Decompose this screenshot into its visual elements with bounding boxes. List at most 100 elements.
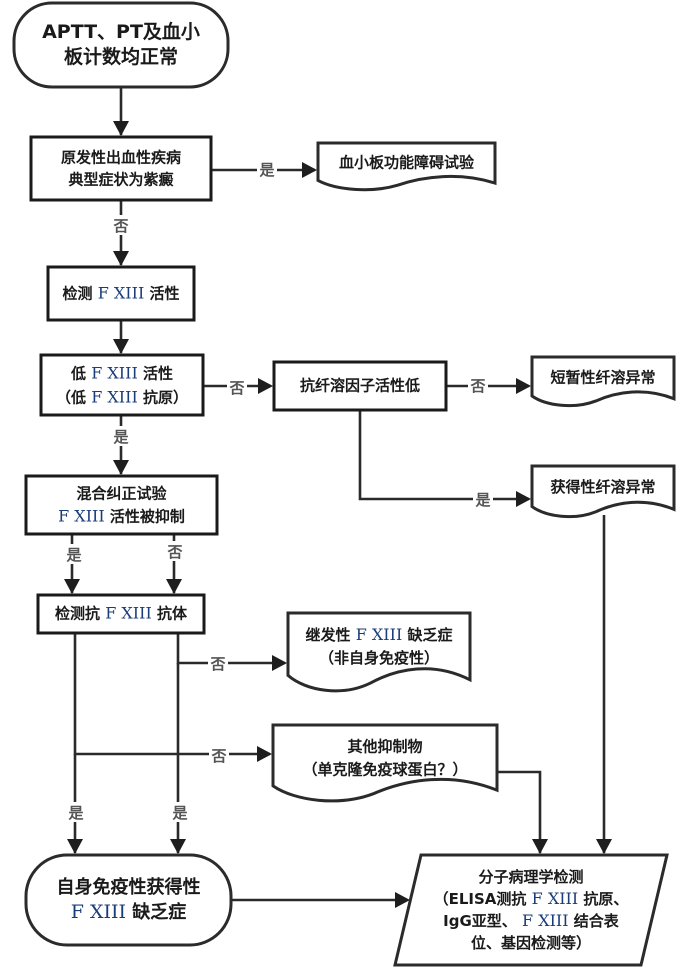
node-platelet-test: 血小板功能障碍试验: [316, 141, 497, 192]
edge-label-yes: 是: [170, 802, 190, 822]
arrow-head-icon: [395, 892, 410, 908]
edge-antibody-to-other: [73, 633, 270, 756]
low-fxiii-shape: [39, 353, 205, 417]
mixing-test-shape: [24, 474, 219, 536]
fxiii-activity-shape: [46, 265, 196, 322]
secondary-deficiency-shape: [286, 611, 472, 693]
factor-xiii-label: F XIII: [532, 889, 579, 908]
arrow-head-icon: [170, 839, 186, 854]
factor-xiii-label: F XIII: [98, 283, 145, 302]
node-text-span: 短暂性纤溶异常: [550, 368, 655, 386]
node-autoimmune-deficiency: 自身免疫性获得性 F XIII 缺乏症: [24, 853, 233, 947]
node-text-line: （非自身免疫性）: [319, 649, 439, 667]
edge-antifib-to-acquired: [358, 410, 529, 501]
node-text-line: 抗纤溶因子活性低: [300, 376, 420, 394]
arrow-head-icon: [166, 579, 182, 594]
node-text-span: 缺乏症: [402, 626, 452, 644]
edge-label-text: 否: [469, 377, 485, 395]
node-text-line: 低 F XIII 活性: [70, 363, 173, 382]
arrow-head-icon: [257, 746, 272, 762]
arrow-head-icon: [516, 378, 531, 394]
node-text-span: APTT、PT及血小: [42, 20, 200, 43]
purpura-shape: [29, 135, 213, 202]
molecular-testing-shape: [393, 853, 669, 967]
node-text-span: 原发性出血性疾病: [61, 148, 181, 166]
acquired-fibrinolysis-shape: [530, 464, 676, 518]
node-text-span: 活性: [144, 284, 179, 302]
node-text-span: 血小板功能障碍试验: [339, 154, 475, 172]
node-text-span: 检测: [62, 284, 97, 302]
factor-xiii-label: F XIII: [91, 363, 138, 382]
node-secondary-deficiency: 继发性 F XIII 缺乏症（非自身免疫性）: [286, 611, 472, 693]
edge-label-no: 否: [468, 375, 488, 395]
node-molecular-testing: 分子病理学检测（ELISA测抗 F XIII 抗原、IgG亚型、 F XIII …: [393, 853, 669, 967]
edge-label-text: 否: [112, 217, 128, 235]
node-text-line: 检测 F XIII 活性: [62, 283, 179, 302]
node-text-span: 板计数均正常: [64, 45, 178, 68]
node-text-line: （低 F XIII 抗原）: [56, 387, 188, 406]
node-mixing-test: 混合纠正试验 F XIII 活性被抑制: [24, 474, 219, 536]
node-text-span: 获得性纤溶异常: [550, 478, 655, 496]
factor-xiii-label: F XIII: [522, 911, 569, 930]
edge-label-yes: 是: [257, 159, 277, 179]
edge-label-no: 否: [208, 653, 228, 673]
edge-label-text: 否: [210, 747, 226, 765]
node-text-span: 结合表: [569, 912, 620, 930]
node-text-span: IgG亚型、: [443, 912, 522, 930]
arrow-head-icon: [516, 491, 531, 507]
node-other-inhibitors: 其他抑制物（单克隆免疫球蛋白？）: [271, 723, 499, 803]
node-text-line: 典型症状为紫癜: [68, 170, 174, 188]
arrow-head-icon: [113, 121, 129, 136]
node-text-span: 混合纠正试验: [76, 485, 167, 503]
node-text-span: 位、基因检测等）: [471, 934, 591, 952]
node-antifibrinolytic: 抗纤溶因子活性低: [272, 360, 448, 412]
node-fxiii-activity: 检测 F XIII 活性: [46, 265, 196, 322]
node-text-span: 活性: [138, 364, 173, 382]
node-text-span: 抗原、: [578, 890, 628, 908]
node-text-line: 位、基因检测等）: [471, 934, 591, 952]
arrow-head-icon: [258, 378, 273, 394]
antibody-test-shape: [36, 593, 206, 635]
node-acquired-fibrinolysis: 获得性纤溶异常: [530, 464, 676, 518]
edge-label-yes: 是: [111, 426, 131, 446]
node-text-line: 其他抑制物: [347, 737, 422, 755]
arrow-head-icon: [113, 460, 129, 475]
arrow-head-icon: [64, 579, 80, 594]
factor-xiii-label: F XIII: [105, 603, 152, 622]
arrow-head-icon: [113, 251, 129, 266]
node-text-line: F XIII 缺乏症: [71, 901, 187, 923]
node-text-span: 典型症状为紫癜: [68, 170, 174, 188]
arrow-head-icon: [113, 339, 129, 354]
edge-label-text: 是: [65, 546, 82, 564]
node-text-span: （低: [56, 388, 91, 406]
edge-antibody-to-secondary: [176, 633, 285, 665]
edge-label-yes: 是: [473, 489, 493, 509]
node-text-line: 检测抗 F XIII 抗体: [55, 603, 188, 622]
arrow-head-icon: [67, 839, 83, 854]
node-text-span: （ELISA测抗: [434, 890, 532, 908]
factor-xiii-label: F XIII: [91, 387, 138, 406]
node-text-span: 抗纤溶因子活性低: [300, 376, 420, 394]
arrow-head-icon: [302, 162, 317, 178]
edge-label-no: 否: [111, 215, 131, 235]
edge-label-text: 否: [166, 543, 182, 561]
node-text-span: 抗原）: [138, 388, 188, 406]
node-text-span: 缺乏症: [126, 901, 186, 923]
factor-xiii-label: F XIII: [58, 507, 105, 526]
edge-label-text: 是: [67, 804, 84, 822]
edge-other-to-molecular: [497, 770, 542, 853]
node-text-line: 分子病理学检测: [478, 868, 583, 886]
node-text-span: 自身免疫性获得性: [57, 876, 201, 898]
node-low-fxiii: 低 F XIII 活性 （低 F XIII 抗原）: [39, 353, 205, 417]
edge-label-no: 否: [165, 541, 185, 561]
node-text-line: APTT、PT及血小: [42, 20, 200, 43]
node-antibody-test: 检测抗 F XIII 抗体: [36, 593, 206, 635]
node-text-line: 短暂性纤溶异常: [550, 368, 655, 386]
node-text-line: （ELISA测抗 F XIII 抗原、: [434, 889, 629, 908]
edge-label-text: 否: [209, 655, 225, 673]
arrow-head-icon: [272, 655, 287, 671]
node-text-span: 活性被抑制: [105, 508, 185, 526]
